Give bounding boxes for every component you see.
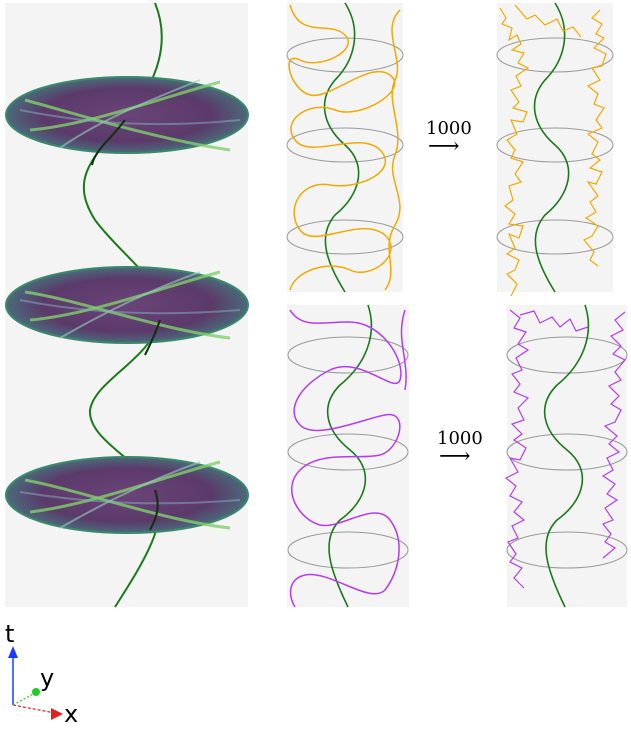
top-middle-orange-path — [288, 4, 401, 291]
top-middle-panel — [287, 3, 403, 292]
bottom-middle-helix — [326, 304, 373, 608]
x-axis-label: x — [64, 700, 79, 728]
bottom-middle-purple-path — [289, 309, 407, 608]
top-arrow-icon: ⟶ — [428, 134, 460, 159]
disc-2 — [5, 266, 249, 344]
bottom-arrow-label: 1000 — [437, 428, 483, 449]
y-axis-dot — [32, 688, 40, 696]
top-right-orange-path — [499, 4, 607, 297]
y-axis-label: y — [40, 664, 55, 692]
top-middle-diagram — [286, 2, 404, 293]
bottom-right-panel — [507, 305, 627, 607]
disc-3 — [5, 456, 249, 534]
top-right-diagram — [496, 2, 614, 297]
bottom-right-purple-path — [504, 309, 626, 589]
bottom-arrow-icon: ⟶ — [439, 444, 471, 469]
t-axis-label: t — [5, 620, 15, 648]
helix-disc-diagram — [5, 2, 249, 608]
left-helix-front — [91, 119, 161, 531]
axis-triad — [8, 646, 63, 720]
bottom-right-helix — [543, 304, 590, 608]
top-right-helix — [533, 2, 570, 293]
disc-1 — [5, 76, 249, 154]
t-axis-arrowhead — [8, 646, 18, 658]
bottom-middle-diagram — [287, 304, 409, 608]
x-axis-arrowhead — [51, 708, 63, 720]
top-middle-helix — [323, 2, 360, 293]
bottom-right-diagram — [504, 304, 628, 608]
top-arrow-label: 1000 — [426, 118, 472, 139]
